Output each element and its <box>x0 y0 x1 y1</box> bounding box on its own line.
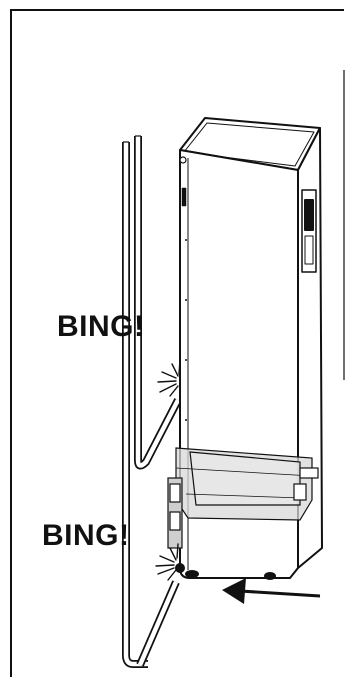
impact-spark-icon <box>156 544 178 580</box>
impact-label-top: BING! <box>57 312 145 342</box>
rear-pipe <box>123 136 178 665</box>
impact-spark-icon <box>158 360 180 396</box>
arrow-left-icon <box>222 578 320 604</box>
impact-label-bottom: BING! <box>42 521 130 551</box>
cabinet-foot <box>186 571 198 577</box>
